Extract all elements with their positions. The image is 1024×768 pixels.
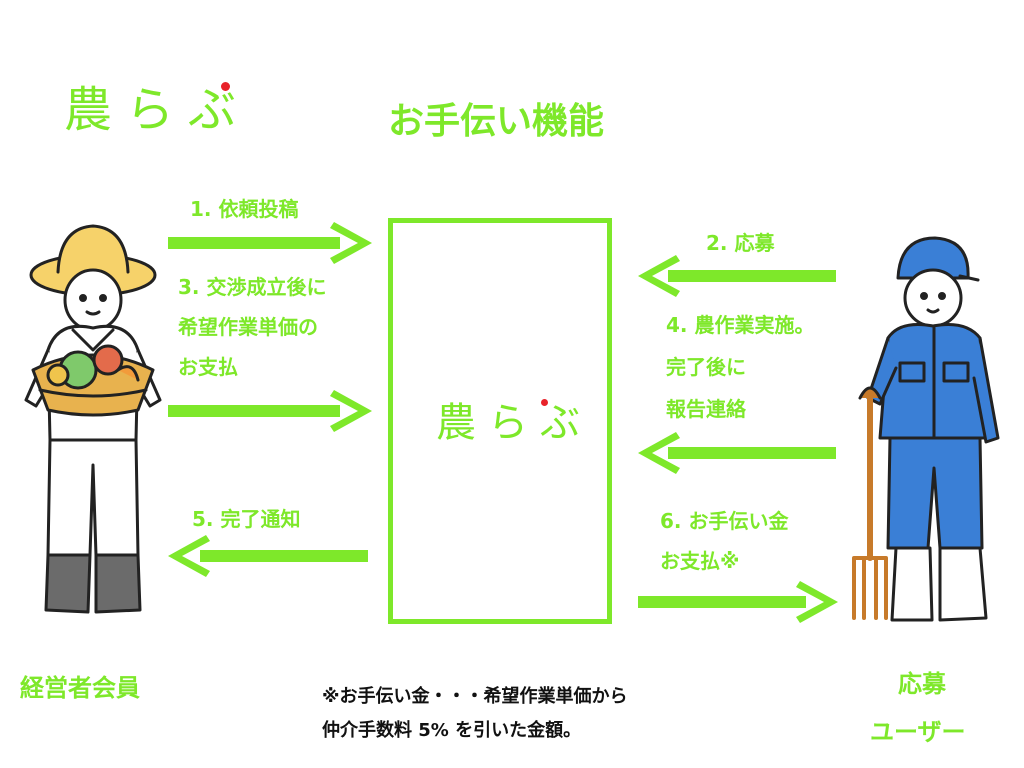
platform-logo-text: 農らぶ [436,400,592,446]
footnote: ※お手伝い金・・・希望作業単価から 仲介手数料 5% を引いた金額。 [322,680,628,748]
arrow-step-6 [638,581,838,623]
arrow-step-3 [168,390,372,432]
arrow-step-4 [638,432,836,474]
footnote-line-2: 仲介手数料 5% を引いた金額。 [322,720,582,741]
arrow-step-5 [168,535,368,577]
brand-logo-text: 農らぶ [64,82,251,138]
step-2-label: 2. 応募 [706,231,775,255]
worker-illustration [852,236,1000,622]
step-3-line-2: 希望作業単価の [178,315,318,339]
applicant-label-line-1: 応募 [898,670,946,698]
platform-logo: 農らぶ [436,390,592,448]
step-1-label: 1. 依頼投稿 [190,197,299,221]
platform-box [388,218,612,624]
page-title: お手伝い機能 [388,101,605,142]
platform-logo-dot-icon [541,399,548,406]
step-6-label: 6. お手伝い金 お支払※ [660,506,788,576]
step-4-line-2: 完了後に [666,355,746,379]
applicant-label-line-2: ユーザー [870,718,966,746]
footnote-line-1: ※お手伝い金・・・希望作業単価から [322,686,628,707]
step-5-label: 5. 完了通知 [192,507,301,531]
arrow-step-1 [168,222,372,264]
farmer-illustration [24,224,162,614]
brand-logo: 農らぶ [64,70,250,140]
logo-dot-icon [221,82,230,91]
step-3-label: 3. 交渉成立後に 希望作業単価の お支払 [178,272,326,382]
step-4-line-3: 報告連絡 [666,397,746,421]
business-member-label: 経営者会員 [20,674,140,702]
step-3-line-1: 3. 交渉成立後に [178,275,327,299]
step-3-line-3: お支払 [178,355,238,379]
step-4-label: 4. 農作業実施。 完了後に 報告連絡 [666,310,814,424]
step-4-line-1: 4. 農作業実施。 [666,313,815,337]
arrow-step-2 [638,255,836,297]
step-6-line-1: 6. お手伝い金 [660,509,789,533]
step-6-line-2: お支払※ [660,549,740,573]
